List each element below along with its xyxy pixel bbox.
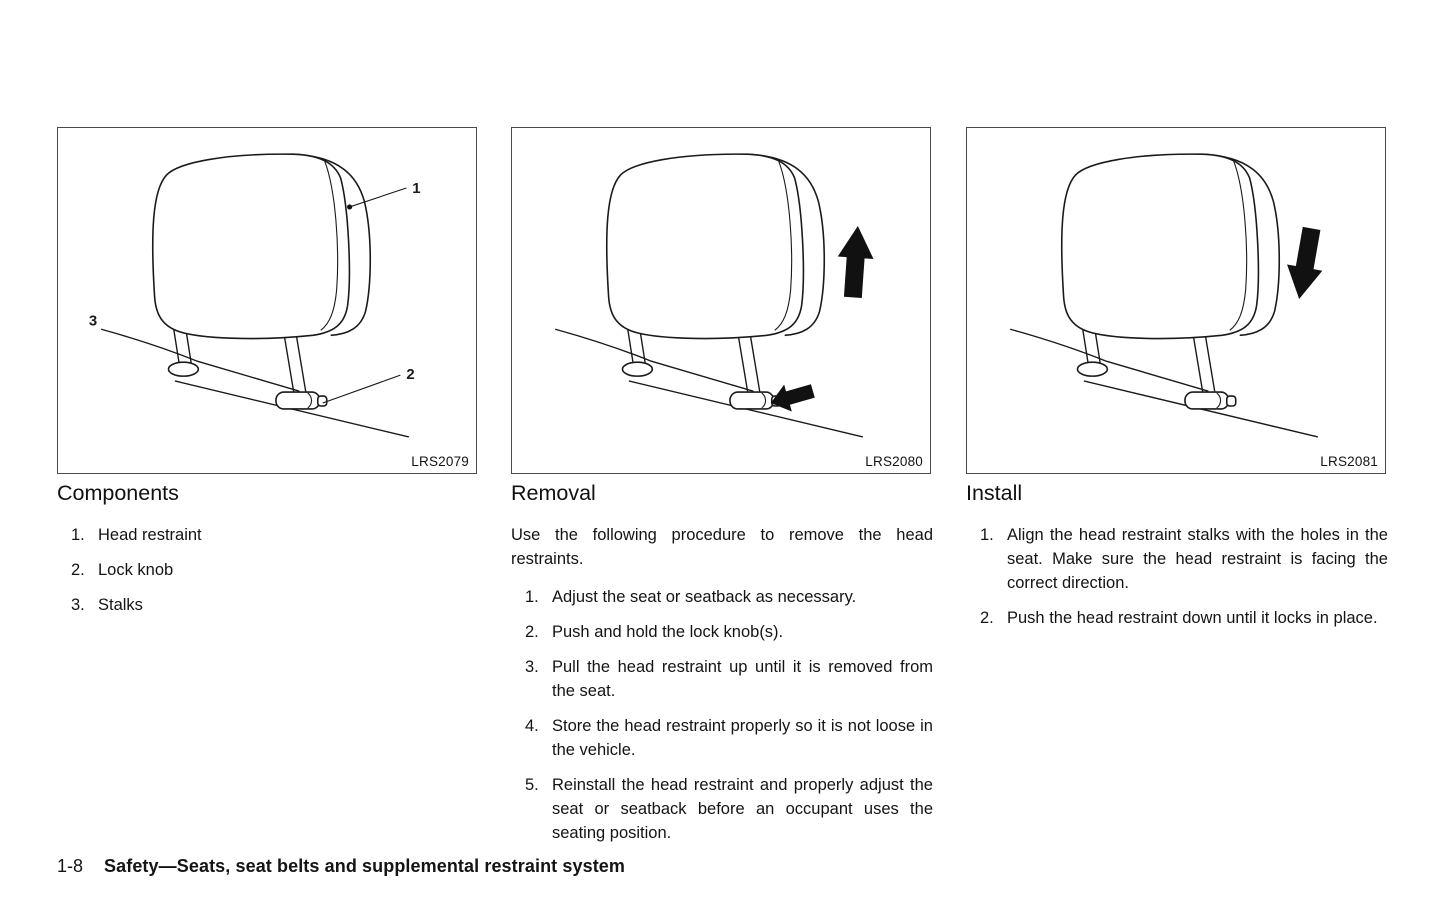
install-section: Install 1. Align the head restraint stal… (966, 481, 1388, 641)
components-section: Components 1. Head restraint 2. Lock kno… (57, 481, 479, 628)
removal-step: 5. Reinstall the head restraint and prop… (525, 773, 933, 845)
step-text: Adjust the seat or seatback as necessary… (552, 588, 857, 606)
removal-step: 1. Adjust the seat or seatback as necess… (525, 585, 933, 609)
callout-1-leader (349, 187, 407, 208)
components-list-item: 3. Stalks (71, 593, 479, 617)
step-number: 1. (525, 588, 539, 606)
removal-section: Removal Use the following procedure to r… (511, 481, 933, 856)
components-list: 1. Head restraint 2. Lock knob 3. Stalks (57, 523, 479, 617)
head-restraint-illustration (554, 153, 864, 438)
figure-id-label: LRS2081 (1320, 454, 1378, 469)
callout-3-label: 3 (89, 312, 97, 329)
install-steps-list: 1. Align the head restraint stalks with … (966, 523, 1388, 630)
callout-2-leader (322, 374, 401, 404)
removal-heading: Removal (511, 481, 596, 505)
head-restraint-components-diagram: 1 2 3 (89, 153, 421, 438)
head-restraint-install-diagram (1009, 153, 1323, 438)
list-item-text: Head restraint (98, 526, 202, 544)
list-item-text: Stalks (98, 596, 143, 614)
step-number: 5. (525, 776, 539, 794)
step-text: Push the head restraint down until it lo… (1007, 609, 1378, 627)
step-text: Pull the head restraint up until it is r… (552, 658, 933, 700)
components-heading: Components (57, 481, 179, 505)
footer-section-title: Safety—Seats, seat belts and supplementa… (104, 856, 626, 876)
callout-1-label: 1 (412, 180, 420, 197)
step-number: 4. (525, 717, 539, 735)
figure-removal: LRS2080 (511, 127, 931, 474)
step-text: Reinstall the head restraint and properl… (552, 776, 933, 842)
removal-intro: Use the following procedure to remove th… (511, 526, 933, 568)
list-item-number: 3. (71, 596, 85, 614)
page-number: 1-8 (57, 856, 84, 876)
down-arrow-icon (1287, 226, 1323, 299)
figure-id-label: LRS2080 (865, 454, 923, 469)
step-text: Push and hold the lock knob(s). (552, 623, 784, 641)
removal-steps-list: 1. Adjust the seat or seatback as necess… (511, 585, 933, 845)
push-knob-arrow-icon (770, 384, 815, 412)
removal-step: 4. Store the head restraint properly so … (525, 714, 933, 762)
removal-step: 3. Pull the head restraint up until it i… (525, 655, 933, 703)
step-text: Store the head restraint properly so it … (552, 717, 933, 759)
install-step: 2. Push the head restraint down until it… (980, 606, 1388, 630)
install-step: 1. Align the head restraint stalks with … (980, 523, 1388, 595)
step-number: 2. (980, 609, 994, 627)
figure-id-label: LRS2079 (411, 454, 469, 469)
removal-step: 2. Push and hold the lock knob(s). (525, 620, 933, 644)
up-arrow-icon (837, 225, 874, 299)
step-number: 3. (525, 658, 539, 676)
step-number: 1. (980, 526, 994, 544)
head-restraint-removal-diagram (554, 153, 874, 438)
components-list-item: 2. Lock knob (71, 558, 479, 582)
components-list-item: 1. Head restraint (71, 523, 479, 547)
list-item-text: Lock knob (98, 561, 174, 579)
callout-2-label: 2 (406, 366, 414, 383)
head-restraint-illustration (1009, 153, 1319, 438)
callout-1-dot (347, 204, 353, 210)
list-item-number: 1. (71, 526, 85, 544)
page-footer: 1-8 Safety—Seats, seat belts and supplem… (57, 856, 625, 877)
head-restraint-illustration (100, 153, 410, 438)
step-number: 2. (525, 623, 539, 641)
figure-install: LRS2081 (966, 127, 1386, 474)
list-item-number: 2. (71, 561, 85, 579)
figure-components: 1 2 3 LRS2079 (57, 127, 477, 474)
install-heading: Install (966, 481, 1023, 505)
step-text: Align the head restraint stalks with the… (1007, 526, 1388, 592)
